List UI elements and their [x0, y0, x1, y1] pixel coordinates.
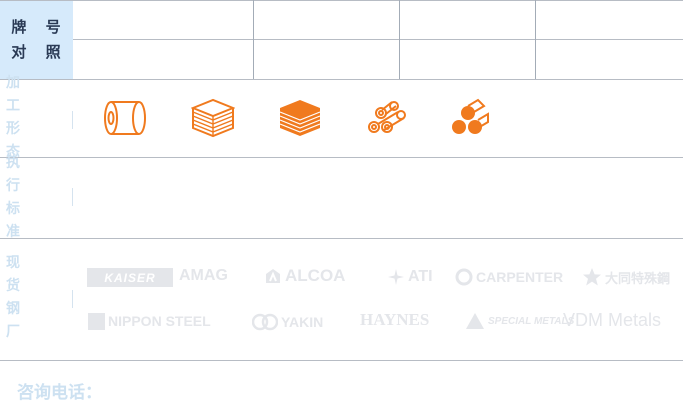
yakin-logo: YAKIN: [252, 311, 323, 333]
table-middle-border: [73, 39, 683, 40]
vdm-metals-logo: VDM Metals: [563, 309, 662, 330]
coil-icon: [104, 101, 146, 135]
label-divider: [72, 188, 73, 206]
row-separator: [0, 157, 683, 158]
kaiser-logo: KAISER: [87, 268, 173, 287]
stock-mills-label: 现 货 钢 厂: [6, 255, 29, 340]
daido-star-icon: [583, 268, 601, 286]
row-separator: [0, 360, 683, 361]
ati-logo: ATI: [387, 266, 433, 288]
bar-bundle-solid-icon: [452, 98, 489, 134]
table-column-divider: [399, 0, 400, 80]
grade-header-line1: 牌 号: [11, 18, 68, 36]
nippon-steel-mark-icon: [88, 312, 105, 330]
label-divider: [72, 290, 73, 308]
table-top-border: [0, 0, 683, 1]
label-divider: [72, 111, 73, 129]
carpenter-logo: CARPENTER: [455, 266, 563, 288]
alcoa-mark-icon: [266, 269, 280, 283]
standard-label: 执 行 标 准: [6, 155, 29, 240]
table-column-divider: [535, 0, 536, 80]
daido-logo: 大同特殊鋼: [582, 266, 670, 288]
special-metals-logo: SPECIAL METALS: [465, 310, 574, 332]
sheet-stack-outline-icon: [191, 98, 235, 138]
ati-star-icon: [388, 269, 404, 285]
bar-bundle-outline-icon: [368, 101, 406, 133]
special-metals-triangle-icon: [466, 313, 484, 329]
haynes-logo: HAYNES: [360, 310, 430, 329]
row-separator: [0, 79, 683, 80]
carpenter-ring-icon: [455, 268, 473, 286]
row-separator: [0, 238, 683, 239]
contact-phone-label: 咨询电话：: [17, 383, 102, 403]
table-column-divider: [253, 0, 254, 80]
grade-header-line2: 对 照: [11, 43, 68, 61]
grade-comparison-header: 牌 号 对 照: [0, 1, 73, 79]
yakin-rings-icon: [252, 313, 278, 331]
alcoa-logo: ALCOA: [264, 265, 345, 287]
nippon-steel-logo: NIPPON STEEL: [88, 310, 211, 332]
plate-stack-icon: [279, 100, 321, 136]
amag-logo: AMAG: [179, 267, 228, 284]
processing-form-label: 加 工 形 态: [6, 75, 29, 160]
